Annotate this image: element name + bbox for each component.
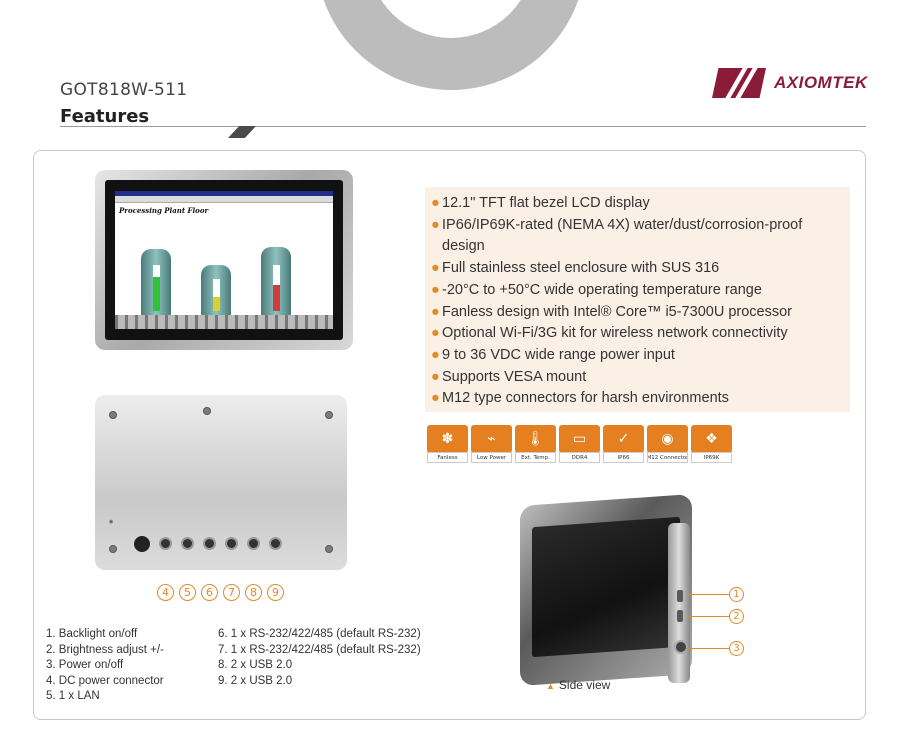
screw [325,545,333,553]
callout-7: 7 [223,584,240,601]
side-device-image [520,493,692,687]
thermometer-icon: 🌡Ext. Temp. [515,425,556,463]
callout-5: 5 [179,584,196,601]
bullet-icon: ● [431,281,440,298]
low-power-icon: ⌁Low Power [471,425,512,463]
fan-icon: ✽Fanless [427,425,468,463]
content-panel [33,150,866,720]
divider-accent [228,126,256,138]
legend-item: 3. Power on/off [46,659,124,671]
bullet-icon: ● [431,390,440,407]
side-view-caption: ▲Side view [546,678,611,692]
feature-icons: ✽Fanless ⌁Low Power 🌡Ext. Temp. ▭DDR4 ✓I… [427,425,732,463]
com-port-2 [225,537,238,550]
feature-item: ●Supports VESA mount [431,367,842,389]
feature-item: ●M12 type connectors for harsh environme… [431,388,842,410]
screen-app: Processing Plant Floor [115,191,333,329]
legend-item: 8. 2 x USB 2.0 [218,659,293,671]
ddr4-icon: ▭DDR4 [559,425,600,463]
features-list: ●12.1" TFT flat bezel LCD display ●IP66/… [425,187,850,412]
callout-6: 6 [201,584,218,601]
backlight-button [677,590,683,602]
tank-fill [273,285,280,311]
brightness-button [677,610,683,622]
triangle-icon: ▲ [546,681,555,691]
title-divider [60,126,866,127]
usb-port-1 [247,537,260,550]
legend-item: 9. 2 x USB 2.0 [218,674,293,687]
feature-item: ●IP66/IP69K-rated (NEMA 4X) water/dust/c… [431,215,842,258]
feature-item: ●Optional Wi-Fi/3G kit for wireless netw… [431,323,842,345]
feature-item: ●Full stainless steel enclosure with SUS… [431,258,842,280]
axiomtek-logo: AXIOMTEK [712,67,872,99]
tank-3 [261,247,291,317]
section-title: Features [60,106,150,127]
screw [325,411,333,419]
front-screen: Processing Plant Floor [105,180,343,340]
side-callout-3: 3 [729,641,744,656]
legend-item: 4. DC power connector [46,674,164,687]
feature-item: ●Fanless design with Intel® Core™ i5-730… [431,302,842,324]
bullet-icon: ● [431,216,440,233]
rear-device-image: ◉ [95,395,347,570]
legend-item: 6. 1 x RS-232/422/485 (default RS-232) [218,628,421,640]
app-caption: Processing Plant Floor [119,206,209,215]
side-callout-1: 1 [729,587,744,602]
legend-left: 1. Backlight on/off 2. Brightness adjust… [46,627,164,705]
rear-callouts: 4 5 6 7 8 9 [157,584,284,601]
feature-item: ●9 to 36 VDC wide range power input [431,345,842,367]
tank-gauge [213,279,220,311]
side-edge [668,523,690,683]
ip69k-icon: ❖IP69K [691,425,732,463]
m12-connector-icon: ◉M12 Connector [647,425,688,463]
legend-item: 5. 1 x LAN [46,690,100,702]
bullet-icon: ● [431,195,440,211]
bullet-icon: ● [431,368,440,385]
logo-mark-icon [712,68,766,98]
side-screen [532,516,680,658]
power-button [674,640,688,654]
usb-port-2 [269,537,282,550]
app-titlebar [115,191,333,196]
callout-4: 4 [157,584,174,601]
model-number: GOT818W-511 [60,80,188,100]
callout-9: 9 [267,584,284,601]
feature-item: ●-20°C to +50°C wide operating temperatu… [431,280,842,302]
ip66-icon: ✓IP66 [603,425,644,463]
front-device-image: Processing Plant Floor [95,170,353,350]
bullet-icon: ● [431,346,440,363]
com-port-1 [203,537,216,550]
callout-line [686,648,729,649]
tank-fill [153,277,160,311]
logo-text: AXIOMTEK [774,73,868,92]
tank-fill [213,297,220,311]
callout-line [686,616,729,617]
legend-item: 2. Brightness adjust +/- [46,643,164,656]
feature-item: ●12.1" TFT flat bezel LCD display [431,193,842,215]
legend-item: 1. Backlight on/off [46,628,138,640]
callout-line [686,594,729,595]
app-toolbar [115,196,333,203]
callout-8: 8 [245,584,262,601]
rear-brand-mark: ◉ [109,519,114,525]
screw [109,545,117,553]
dc-power-port [159,537,172,550]
bullet-icon: ● [431,303,440,320]
bullet-icon: ● [431,260,440,277]
bullet-icon: ● [431,325,440,342]
screw [109,411,117,419]
lan-connector [181,537,194,550]
legend-item: 7. 1 x RS-232/422/485 (default RS-232) [218,643,421,656]
screw [203,407,211,415]
lan-port [134,536,150,552]
decorative-ring [316,0,586,90]
plant-floor [115,315,333,329]
legend-right: 6. 1 x RS-232/422/485 (default RS-232) 7… [218,627,421,689]
tank-2 [201,265,231,317]
tank-1 [141,249,171,317]
side-callout-2: 2 [729,609,744,624]
